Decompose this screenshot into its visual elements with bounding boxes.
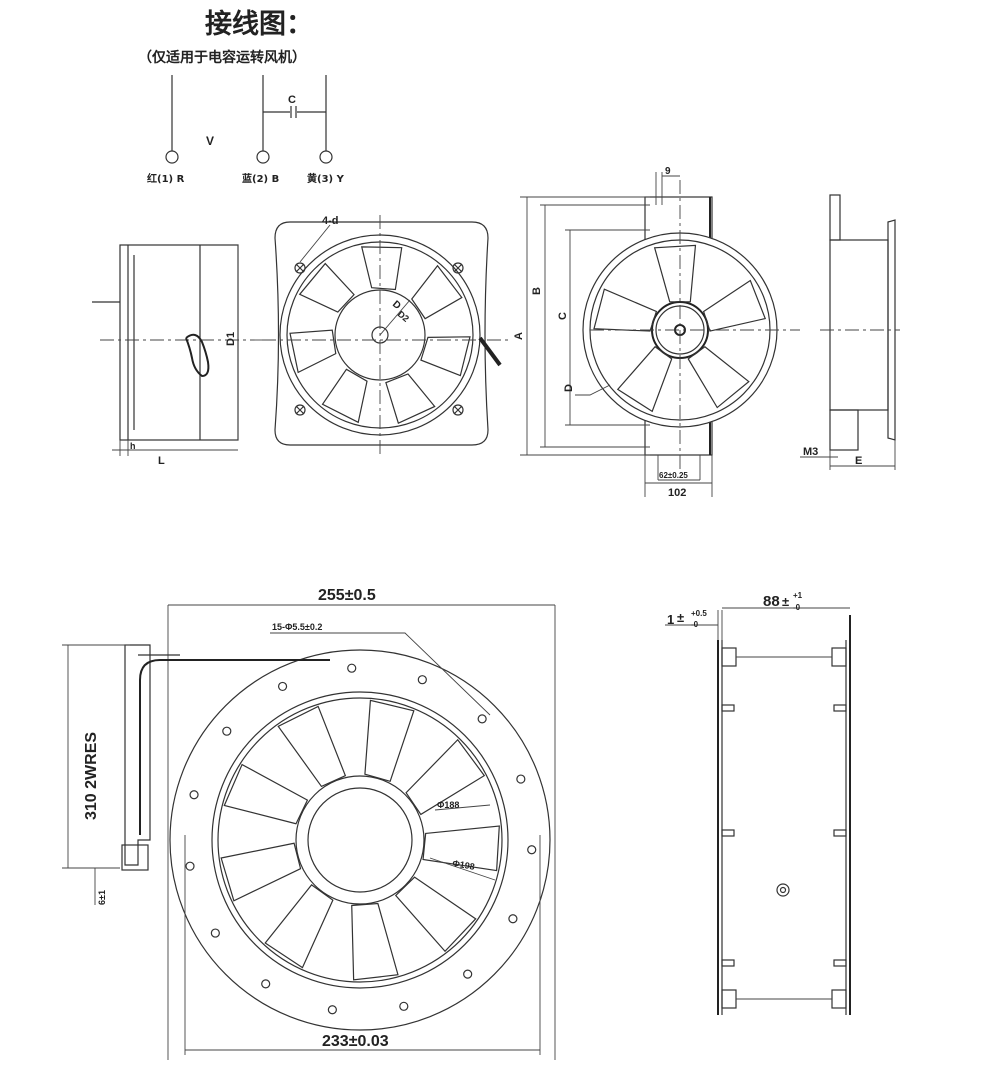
pm-sign-1: ± <box>677 610 684 625</box>
side-tab <box>721 829 735 837</box>
fan-blade <box>385 373 436 424</box>
mounting-hole <box>347 663 357 673</box>
screw-cross <box>295 405 305 415</box>
fan-blade <box>687 346 750 409</box>
fan-blade <box>289 329 337 374</box>
dim-d1: D1 <box>225 332 237 346</box>
fan-blade <box>223 763 309 825</box>
side-tab <box>833 704 847 712</box>
fan-blade <box>351 902 399 981</box>
fan-blade <box>360 246 403 291</box>
side-view-top: D1 h L <box>92 244 268 467</box>
dim-4d: 4-d <box>322 215 339 227</box>
dim-depth-tol-lower: -0 <box>793 603 801 612</box>
fan-blade <box>420 336 471 377</box>
front-view-square: 4-d D D2 <box>262 215 510 455</box>
front-view-bottom: 255±0.5 15-Φ5.5±0.2 Φ188 Φ198 310 2WRES … <box>62 587 556 1060</box>
voltage-label: V <box>206 134 214 148</box>
fan-blade <box>364 699 415 783</box>
dim-flange-tol-upper: +0.5 <box>691 609 707 618</box>
fan-blade <box>593 288 658 332</box>
mounting-hole <box>210 928 220 938</box>
fan-blade <box>616 345 673 413</box>
mounting-hole <box>189 790 199 800</box>
cable <box>139 659 330 835</box>
dim-102: 102 <box>668 487 686 499</box>
mounting-screw-icon <box>294 262 306 274</box>
screw-cross <box>453 405 463 415</box>
front-view-round: A B C D 9 62±0.25 102 <box>513 166 800 499</box>
wiring-subtitle: （仅适用于电容运转风机） <box>138 49 306 66</box>
dim-flange-tol-lower: -0 <box>691 620 699 629</box>
dim-l: L <box>158 455 165 467</box>
dim-h: h <box>130 441 136 451</box>
mounting-screw-icon <box>452 262 464 274</box>
fan-blade <box>422 825 500 872</box>
fan-blade <box>298 262 355 313</box>
capacitor-label: C <box>288 94 296 106</box>
pm-sign-2: ± <box>782 594 789 609</box>
wiring-title: 接线图： <box>205 9 313 40</box>
side-tab <box>721 959 735 967</box>
dim-62: 62±0.25 <box>659 471 688 480</box>
terminal-blue-label: 蓝(2) B <box>242 172 279 185</box>
dim-255: 255±0.5 <box>318 587 376 604</box>
mounting-hole <box>417 675 427 685</box>
fan-blade <box>405 738 486 816</box>
profile-view-top: M3 E <box>800 194 900 470</box>
side-tab <box>833 829 847 837</box>
dim-9: 9 <box>665 166 671 177</box>
mounting-hole <box>399 1001 409 1011</box>
mounting-hole <box>327 1005 337 1015</box>
terminal-red <box>165 150 179 164</box>
mounting-hole <box>516 774 526 784</box>
side-tab <box>833 959 847 967</box>
dim-198: Φ198 <box>452 858 476 872</box>
dim-flange: 1 <box>667 612 674 627</box>
dim-b: B <box>531 287 543 295</box>
cable-exit <box>478 336 502 367</box>
terminal-yellow <box>319 150 333 164</box>
cable-grommet <box>185 333 210 378</box>
fan-blade <box>220 842 302 902</box>
fan-blade <box>702 279 767 332</box>
mounting-hole <box>185 861 195 871</box>
fan-blade <box>277 705 347 788</box>
wiring-diagram: 接线图： （仅适用于电容运转风机） C V 红(1) R 蓝(2) B 黄(3)… <box>138 9 345 185</box>
dim-233: 233±0.03 <box>322 1033 389 1050</box>
dim-cable-tol: 6±1 <box>97 890 107 905</box>
dim-a: A <box>513 332 525 340</box>
screw-cross <box>295 263 305 273</box>
mounting-hole <box>477 714 487 724</box>
terminal-red-label: 红(1) R <box>147 172 185 185</box>
mounting-hole <box>222 726 232 736</box>
fan-blade <box>653 244 697 303</box>
dim-m3: M3 <box>803 446 818 458</box>
dim-depth-tol-upper: +1 <box>793 591 803 600</box>
dim-188: Φ188 <box>437 800 459 810</box>
side-view-bottom: 1 ± +0.5 -0 88 ± +1 -0 <box>665 591 851 1015</box>
dim-c: C <box>557 312 569 320</box>
fan-blade <box>411 264 463 320</box>
fan-blade <box>264 884 334 969</box>
side-tab <box>721 704 735 712</box>
terminal-blue <box>256 150 270 164</box>
mounting-hole <box>508 914 518 924</box>
dim-15-holes: 15-Φ5.5±0.2 <box>272 622 322 632</box>
mounting-screw-icon <box>294 404 306 416</box>
terminal-yellow-label: 黄(3) Y <box>307 172 345 185</box>
mounting-hole <box>261 979 271 989</box>
dim-cable-length: 310 2WRES <box>83 732 100 820</box>
mounting-hole <box>527 845 537 855</box>
fan-blade <box>394 876 477 953</box>
dim-depth: 88 <box>763 593 780 610</box>
dim-e: E <box>855 455 862 467</box>
screw-cross <box>453 263 463 273</box>
dim-d-round: D <box>563 384 575 392</box>
dim-d2: D2 <box>396 309 411 324</box>
fan-blade <box>321 368 368 424</box>
mounting-screw-icon <box>452 404 464 416</box>
mounting-hole <box>463 969 473 979</box>
mounting-hole <box>277 681 288 692</box>
